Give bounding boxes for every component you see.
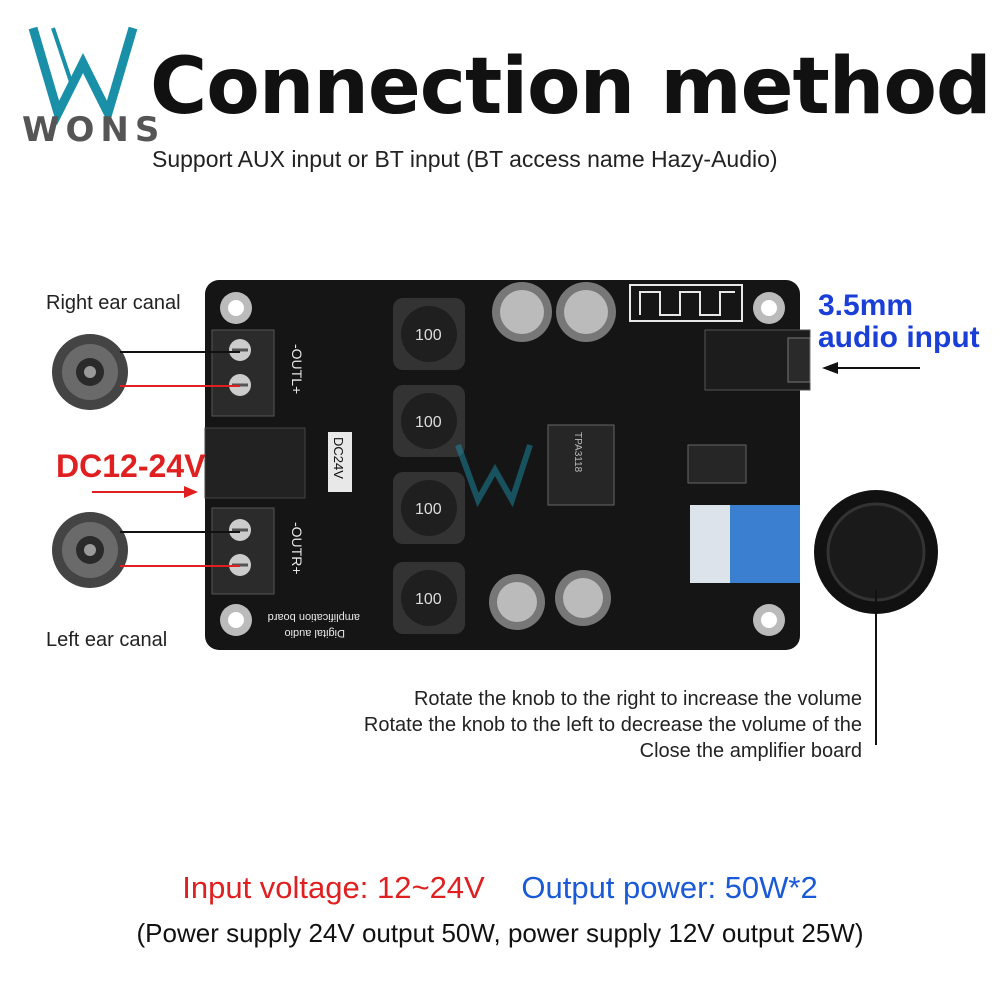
dc-input-label: DC12-24V xyxy=(56,448,206,484)
svg-text:TPA3118: TPA3118 xyxy=(572,432,583,473)
brand-name: WONS xyxy=(22,110,166,150)
speaker-wires xyxy=(120,351,240,567)
dc-jack xyxy=(204,427,306,499)
audio-jack xyxy=(704,329,811,391)
inductors: 100 100 100 100 xyxy=(393,298,465,634)
amplifier-chip: TPA3118 xyxy=(547,424,615,506)
audio-input-line2: audio input xyxy=(818,321,980,354)
knob-line-2: Rotate the knob to the left to decrease … xyxy=(363,714,862,736)
terminal-block-right xyxy=(211,507,275,595)
audio-arrow-icon xyxy=(822,362,920,374)
pcb-board xyxy=(205,280,800,650)
power-note: (Power supply 24V output 50W, power supp… xyxy=(136,918,864,948)
terminal-block-left xyxy=(211,329,275,417)
silk-out-left: -OUTL+ xyxy=(289,344,305,394)
mounting-holes xyxy=(220,292,785,636)
audio-input-line1: 3.5mm xyxy=(818,289,914,322)
silk-board-name-2: amplification board xyxy=(268,611,360,623)
input-voltage-spec: Input voltage: 12~24V xyxy=(182,870,485,905)
svg-text:100: 100 xyxy=(415,591,442,608)
svg-text:100: 100 xyxy=(415,501,442,518)
dc-arrow-icon xyxy=(92,486,198,498)
audio-input-label: 3.5mm audio input xyxy=(818,290,980,354)
specs-line: Input voltage: 12~24V Output power: 50W*… xyxy=(0,870,1000,906)
page-subtitle: Support AUX input or BT input (BT access… xyxy=(152,146,778,172)
knob-instructions: Rotate the knob to the right to increase… xyxy=(364,686,862,764)
svg-text:100: 100 xyxy=(415,327,442,344)
output-power-spec: Output power: 50W*2 xyxy=(521,870,818,905)
bt-chip xyxy=(687,444,747,484)
silk-board-name-1: Digital audio xyxy=(284,627,345,639)
knob-line-1: Rotate the knob to the right to increase… xyxy=(413,688,862,710)
svg-text:100: 100 xyxy=(415,414,442,431)
right-ear-label: Right ear canal xyxy=(46,292,181,314)
page-title: Connection method xyxy=(150,42,992,132)
silk-out-right: -OUTR+ xyxy=(289,522,305,575)
bt-antenna xyxy=(629,284,743,322)
speaker-left-icon xyxy=(52,512,128,588)
silk-dc: DC24V xyxy=(331,437,346,479)
knob-line-3: Close the amplifier board xyxy=(639,740,862,762)
watermark-logo xyxy=(455,443,533,508)
left-ear-label: Left ear canal xyxy=(46,629,168,651)
capacitors xyxy=(489,282,616,630)
wons-logo xyxy=(28,26,138,126)
speaker-right-icon xyxy=(52,334,128,410)
